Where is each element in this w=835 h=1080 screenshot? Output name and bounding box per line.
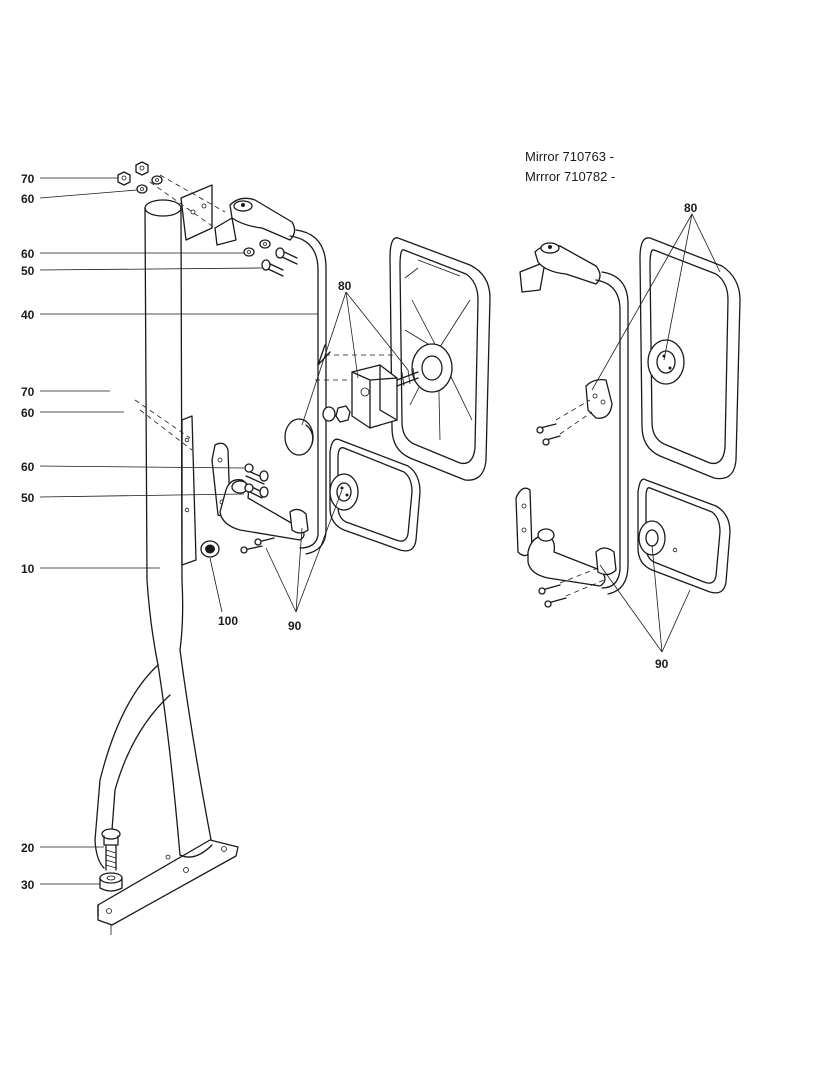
callout-60: 60 [21, 460, 35, 474]
callout-60: 60 [21, 247, 35, 261]
callout-40: 40 [21, 308, 35, 322]
callouts: 70 60 60 50 40 70 60 60 50 10 100 90 80 … [21, 172, 698, 892]
bolt-icon [261, 247, 298, 277]
callout-50: 50 [21, 491, 35, 505]
washer-icon [136, 175, 271, 257]
mirror-arm-lower [134, 399, 309, 554]
mirror-arm-upper [214, 197, 327, 555]
nut-icon [117, 161, 149, 186]
leader-lines [39, 177, 721, 885]
fastener-set-upper [117, 161, 298, 277]
alt-mirror-head-small [637, 478, 731, 594]
callout-90: 90 [288, 619, 302, 633]
mirror-head-small-left [329, 438, 421, 552]
alt-mirror-arm [515, 242, 629, 608]
note-mirror-710763: Mirror 710763 - [525, 149, 614, 164]
base-bolt [99, 828, 123, 892]
callout-90: 90 [655, 657, 669, 671]
callout-10: 10 [21, 562, 35, 576]
callout-20: 20 [21, 841, 35, 855]
rubber-grommet-icon [200, 540, 220, 558]
callout-80: 80 [338, 279, 352, 293]
callout-60: 60 [21, 406, 35, 420]
callout-70: 70 [21, 385, 35, 399]
mirror-head-large-left [284, 237, 491, 481]
alt-mirror-head-large [639, 237, 741, 480]
callout-60: 60 [21, 192, 35, 206]
note-mirror-710782: Mrrror 710782 - [525, 169, 615, 184]
callout-30: 30 [21, 878, 35, 892]
callout-100: 100 [218, 614, 238, 628]
callout-50: 50 [21, 264, 35, 278]
callout-70: 70 [21, 172, 35, 186]
callout-80: 80 [684, 201, 698, 215]
mirror-post [94, 184, 239, 935]
